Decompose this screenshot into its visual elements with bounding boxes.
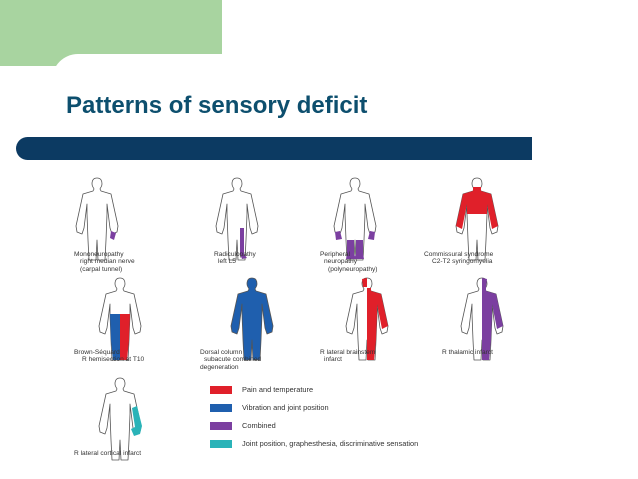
legend: Pain and temperature Vibration and joint… — [210, 382, 546, 462]
caption-peripheral-neuropathy: Peripheral neuropathy (polyneuropathy) — [320, 251, 377, 273]
sensory-deficit-figure: Mononeuropathy right median nerve (carpa… — [62, 168, 546, 464]
legend-label-cortical: Joint position, graphesthesia, discrimin… — [242, 439, 418, 448]
caption-radiculopathy: Radiculopathy left L5 — [214, 251, 256, 266]
legend-swatch-combined — [210, 422, 232, 430]
legend-swatch-vibration — [210, 404, 232, 412]
caption-brown-sequard: Brown-Séquard R hemisection at T10 — [74, 349, 144, 364]
caption-commissural-syndrome: Commissural syndrome C2-T2 syringomyelia — [424, 251, 493, 266]
legend-swatch-pain — [210, 386, 232, 394]
caption-cortical-infarct: R lateral cortical infarct — [74, 450, 141, 457]
caption-mononeuropathy: Mononeuropathy right median nerve (carpa… — [74, 251, 135, 273]
slide-title: Patterns of sensory deficit — [66, 92, 367, 120]
legend-label-combined: Combined — [242, 421, 276, 430]
caption-dorsal-column: Dorsal column subacute combined degenera… — [200, 349, 261, 371]
legend-swatch-cortical — [210, 440, 232, 448]
caption-thalamic-infarct: R thalamic infarct — [442, 349, 493, 356]
legend-label-pain: Pain and temperature — [242, 385, 313, 394]
legend-label-vibration: Vibration and joint position — [242, 403, 329, 412]
title-underline-bar — [16, 137, 532, 160]
caption-brainstem-infarct: R lateral brainstem infarct — [320, 349, 375, 364]
